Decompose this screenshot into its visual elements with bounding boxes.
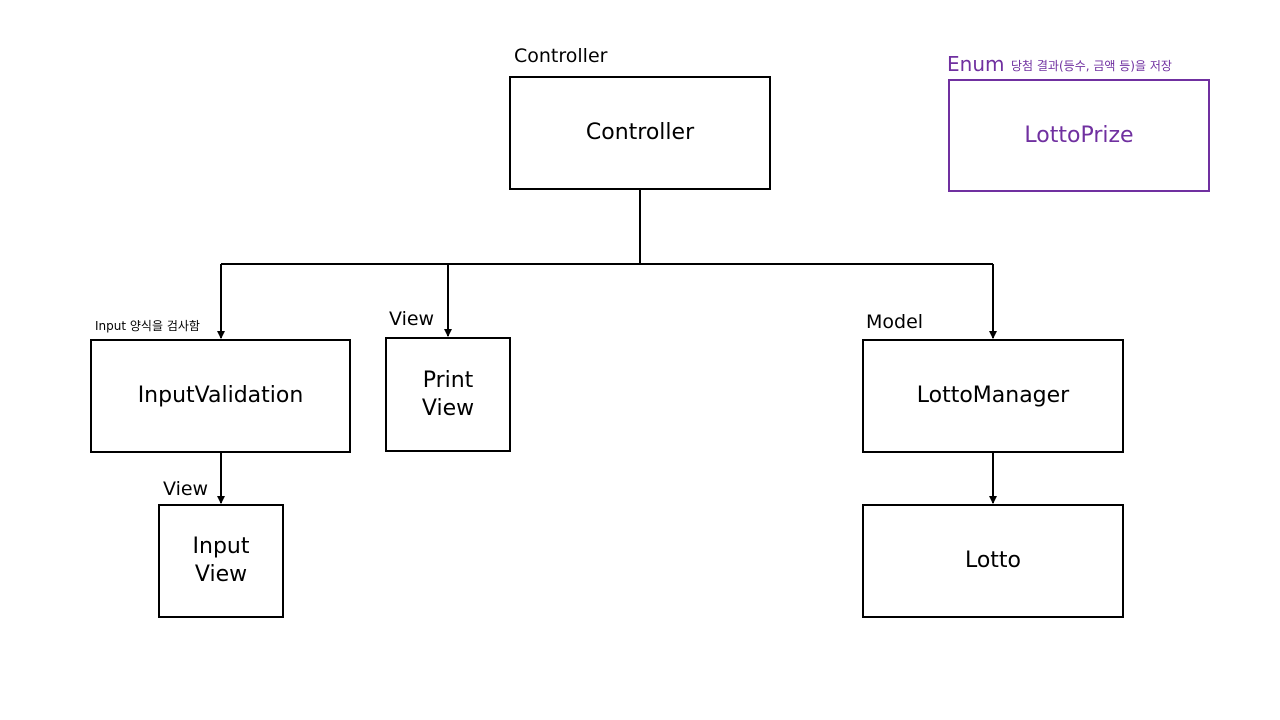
input-view-box: Input View [158, 504, 284, 618]
print-view-box: Print View [385, 337, 511, 452]
controller-stereotype-label: Controller [514, 45, 608, 67]
model-stereotype-label: Model [866, 311, 924, 333]
lotto-prize-box: LottoPrize [948, 79, 1210, 192]
enum-note: 당첨 결과(등수, 금액 등)을 저장 [1011, 59, 1172, 73]
lotto-box: Lotto [862, 504, 1124, 618]
input-validation-box: InputValidation [90, 339, 351, 453]
lotto-manager-box: LottoManager [862, 339, 1124, 453]
print-view-stereotype-label: View [389, 308, 435, 330]
input-view-stereotype-label: View [163, 478, 209, 500]
input-validation-note: Input 양식을 검사함 [95, 319, 200, 333]
controller-box: Controller [509, 76, 771, 190]
enum-stereotype-label: Enum [947, 52, 1005, 76]
